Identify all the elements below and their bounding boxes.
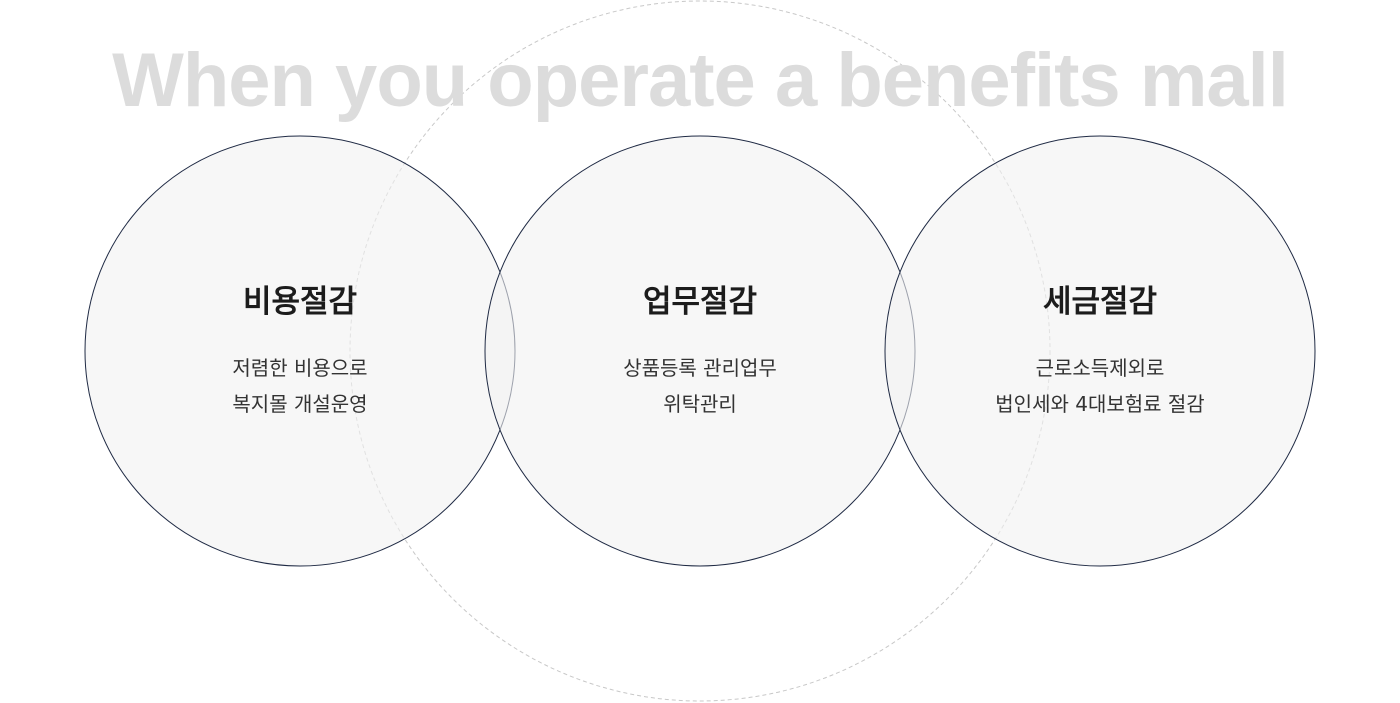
card-line: 상품등록 관리업무 [623, 356, 777, 380]
card-title: 세금절감 [1042, 284, 1158, 320]
section-heading: When you operate a benefits mall [112, 38, 1289, 123]
card-line: 복지몰 개설운영 [232, 392, 368, 416]
card-line: 법인세와 4대보험료 절감 [995, 392, 1205, 416]
card-line: 저렴한 비용으로 [232, 356, 368, 380]
card-line: 근로소득제외로 [1035, 356, 1165, 380]
card-title: 업무절감 [642, 284, 758, 320]
circle-tax [884, 135, 1316, 567]
card-title: 비용절감 [242, 284, 358, 320]
card-line: 위탁관리 [663, 392, 737, 416]
